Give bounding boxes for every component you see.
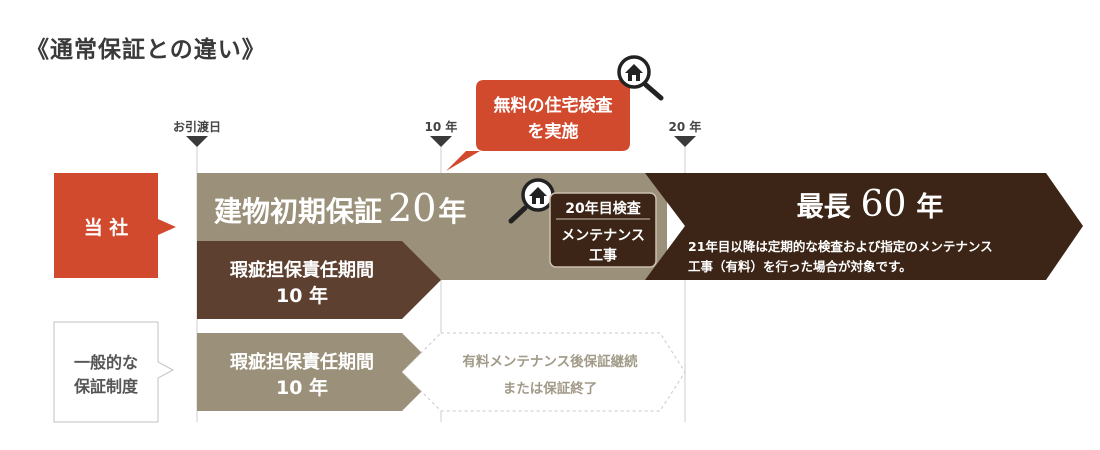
max-warranty-text: 最長 (796, 192, 851, 223)
general-label-box (53, 321, 175, 423)
company-defect-line2: 10 年 (275, 285, 329, 307)
general-label-line2: 保証制度 (73, 377, 138, 396)
max-warranty-arrow (645, 173, 1083, 280)
company-label: 当 社 (83, 217, 129, 239)
general-defect-line2: 10 年 (275, 377, 329, 399)
general-after-arrow (401, 332, 686, 412)
initial-warranty-text: 建物初期保証 (214, 195, 383, 228)
inspection-20-line3: 工事 (589, 248, 617, 264)
tick-label-20y: 20 年 (668, 120, 702, 134)
tick-label-handover: お引渡日 (172, 120, 221, 134)
initial-warranty-number: 20 (388, 186, 437, 230)
inspection-20-line1: 20年目検査 (565, 201, 641, 217)
general-defect-arrow (197, 333, 441, 411)
max-warranty-note-line2: 工事（有料）を行った場合が対象です。 (688, 259, 912, 274)
callout-bubble (446, 80, 630, 171)
marker-10y (430, 136, 452, 147)
max-warranty-title: 最長 60 年 (700, 184, 1040, 225)
company-defect-line1: 瑕疵担保責任期間 (230, 260, 374, 281)
general-defect-line1: 瑕疵担保責任期間 (230, 352, 374, 373)
inspection-20-line2: メンテナンス (561, 228, 645, 244)
max-warranty-unit: 年 (916, 192, 944, 223)
initial-warranty-unit: 年 (438, 195, 467, 228)
marker-handover (186, 136, 208, 147)
page-title: 《通常保証との違い》 (26, 37, 266, 63)
marker-20y (674, 136, 696, 147)
general-label-line1: 一般的な (73, 353, 138, 372)
general-after-line1: 有料メンテナンス後保証継続 (462, 354, 638, 370)
tick-label-10y: 10 年 (424, 120, 458, 134)
company-label-box (54, 173, 176, 278)
callout-text-line2: を実施 (527, 122, 579, 142)
max-warranty-number: 60 (860, 184, 907, 225)
house-magnifier-icon (617, 55, 664, 101)
inspection-20-box (549, 192, 657, 268)
general-after-line2: または保証終了 (502, 381, 598, 397)
callout-text-line1: 無料の住宅検査 (493, 96, 613, 116)
max-warranty-note-line1: 21年目以降は定期的な検査および指定のメンテナンス (688, 239, 993, 254)
defect-period-arrow (197, 241, 441, 319)
